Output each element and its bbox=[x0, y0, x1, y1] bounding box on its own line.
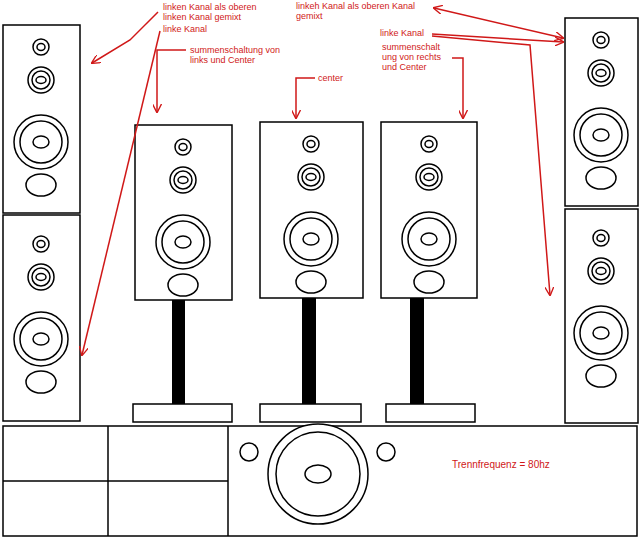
speaker-drivers bbox=[574, 230, 628, 387]
leader-arrow bbox=[432, 36, 550, 295]
speaker-drivers bbox=[156, 139, 210, 296]
subwoofer bbox=[3, 424, 637, 536]
subwoofer-driver bbox=[268, 424, 368, 524]
annotation-arrows bbox=[82, 8, 563, 355]
speaker-drivers bbox=[574, 32, 628, 189]
annotation-label: linken Kanal als oberen linken Kanal gem… bbox=[163, 2, 281, 22]
stand-bases bbox=[133, 404, 475, 422]
crossover-label: Trennfrequenz = 80hz bbox=[452, 460, 550, 470]
subwoofer-port bbox=[240, 443, 258, 461]
speaker-stands bbox=[172, 298, 424, 404]
annotation-label: summenschaltung von links und Center bbox=[190, 45, 286, 65]
leader-arrow bbox=[82, 31, 160, 355]
stand-pole bbox=[410, 298, 424, 404]
stand-pole bbox=[302, 298, 316, 404]
cabinet-division bbox=[3, 480, 228, 482]
stand-base bbox=[386, 404, 475, 422]
stand-base bbox=[133, 404, 232, 422]
speaker-drivers bbox=[14, 39, 68, 196]
annotation-label: summenschalt ung von rechts und Center bbox=[382, 42, 448, 72]
speaker-cabinet bbox=[565, 209, 638, 423]
subwoofer-port bbox=[377, 443, 395, 461]
speaker-drivers bbox=[14, 236, 68, 393]
speaker-cabinet bbox=[381, 122, 477, 298]
annotation-label: linkeh Kanal als oberen Kanal gemixt bbox=[296, 1, 432, 21]
subwoofer-cone bbox=[276, 432, 360, 516]
leader-arrow bbox=[434, 8, 563, 38]
speaker-cabinet bbox=[260, 122, 363, 298]
speaker-cabinet bbox=[3, 215, 80, 421]
leader-arrow bbox=[296, 78, 315, 118]
leader-arrow bbox=[452, 58, 463, 118]
leader-arrow bbox=[157, 50, 186, 112]
channel-label: linke Kanal bbox=[380, 28, 424, 38]
speaker-cabinet bbox=[3, 25, 80, 213]
leader-arrow bbox=[92, 12, 158, 63]
speaker-drivers bbox=[284, 136, 338, 293]
channel-label: center bbox=[318, 73, 343, 83]
speaker-cabinet bbox=[565, 18, 638, 206]
speaker-cabinet bbox=[135, 125, 232, 300]
stand-pole bbox=[172, 300, 185, 404]
speaker-drivers bbox=[402, 136, 456, 293]
channel-label: linke Kanal bbox=[163, 24, 207, 34]
speaker-cabinets bbox=[3, 18, 638, 423]
stand-base bbox=[260, 404, 361, 422]
subwoofer-dustcap bbox=[305, 465, 331, 483]
